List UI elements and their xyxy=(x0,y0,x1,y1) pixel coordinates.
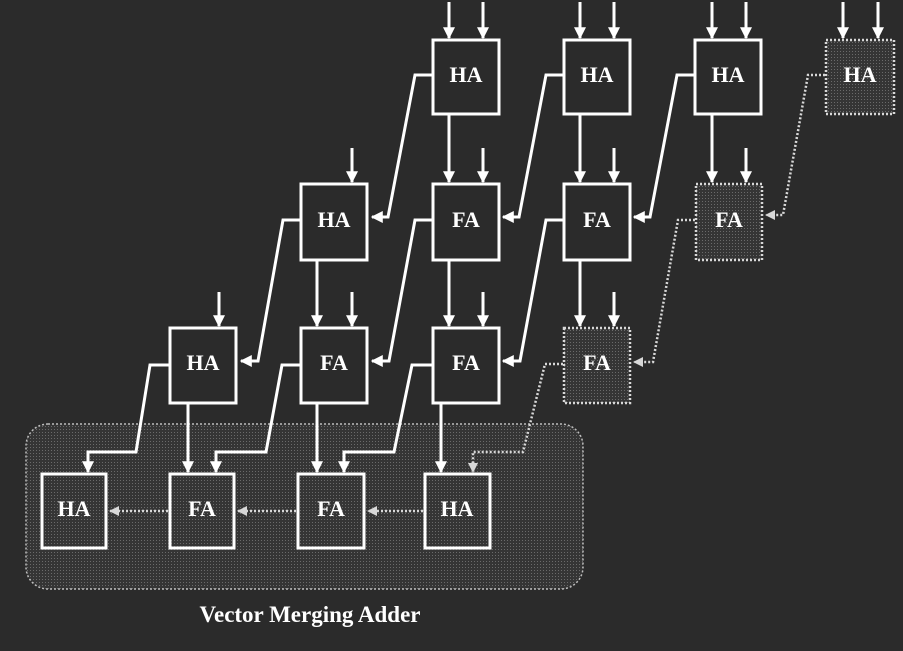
svg-text:HA: HA xyxy=(187,350,220,375)
cell-r3c3: HA xyxy=(423,472,492,550)
cell-r2c1: FA xyxy=(299,326,369,405)
diagram-caption: Vector Merging Adder xyxy=(199,602,420,627)
cell-r0c2: HA xyxy=(693,38,763,116)
svg-text:FA: FA xyxy=(452,207,480,232)
cell-r0c1: HA xyxy=(562,38,632,116)
svg-text:HA: HA xyxy=(441,496,474,521)
svg-text:FA: FA xyxy=(583,207,611,232)
svg-text:HA: HA xyxy=(450,62,483,87)
svg-text:HA: HA xyxy=(58,496,91,521)
svg-text:FA: FA xyxy=(583,350,611,375)
cell-r0c3: HA xyxy=(824,38,896,116)
svg-text:HA: HA xyxy=(581,62,614,87)
cell-r2c2: FA xyxy=(431,326,501,405)
svg-text:FA: FA xyxy=(188,496,216,521)
svg-text:FA: FA xyxy=(715,207,743,232)
svg-text:HA: HA xyxy=(844,62,877,87)
cell-r1c1: FA xyxy=(431,182,501,262)
svg-text:FA: FA xyxy=(317,496,345,521)
dotted-wires xyxy=(109,73,825,516)
cell-r2c3: FA xyxy=(562,326,632,405)
cell-r0c0: HA xyxy=(431,38,501,116)
cell-r1c3: FA xyxy=(694,182,764,262)
cell-r1c2: FA xyxy=(562,182,632,262)
svg-text:FA: FA xyxy=(320,350,348,375)
cell-r3c2: FA xyxy=(296,472,366,550)
svg-text:FA: FA xyxy=(452,350,480,375)
cell-r3c1: FA xyxy=(168,472,236,550)
carry-save-wires xyxy=(82,2,884,474)
cell-r3c0: HA xyxy=(40,472,108,550)
cell-r2c0: HA xyxy=(168,326,238,405)
svg-text:HA: HA xyxy=(712,62,745,87)
svg-text:HA: HA xyxy=(318,207,351,232)
cell-r1c0: HA xyxy=(299,182,369,262)
